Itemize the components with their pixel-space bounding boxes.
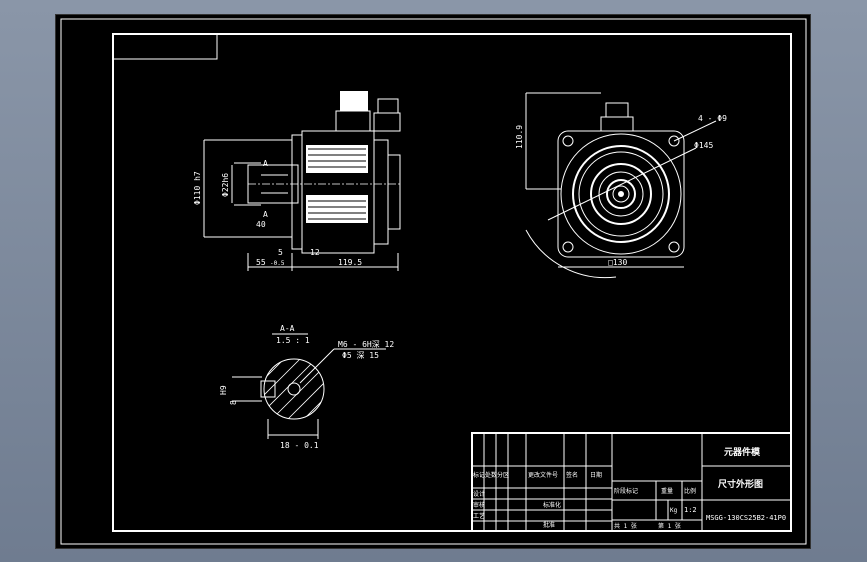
dim-shaft-dia: Φ22h6 (221, 173, 230, 197)
dim-holes: 4 - Φ9 (698, 114, 727, 123)
tb-scale-label: 比例 (684, 487, 696, 495)
side-view: A A Φ110 h7 Φ22h6 40 55 -0.5 119.5 5 12 (193, 91, 401, 271)
tb-weight-label: 重量 (661, 487, 673, 495)
tb-header-5: 签名 (566, 471, 578, 479)
rear-cap (373, 139, 389, 245)
keyway (260, 380, 276, 398)
tb-header-6: 日期 (590, 471, 602, 479)
dim-shaft-tolerance: -0.5 (270, 260, 285, 267)
tb-model: MSGG-130CS25B2-41P0 (706, 514, 786, 522)
dim-key-depth: 8 (229, 400, 238, 405)
cad-viewport[interactable]: A A Φ110 h7 Φ22h6 40 55 -0.5 119.5 5 12 (55, 14, 811, 549)
dim-body-length: 119.5 (338, 258, 362, 267)
sheet-outer-border (60, 18, 807, 545)
tb-sheet-no: 第 1 张 (658, 522, 681, 530)
dim-shoulder: 5 (278, 248, 283, 257)
tb-header-3: 分区 (497, 471, 509, 479)
shaft-section (263, 358, 325, 420)
tb-sheet-total: 共 1 张 (614, 522, 637, 530)
power-connector (340, 91, 368, 111)
tb-row-review: 审核 (473, 501, 485, 509)
title-block: 标记 处数 分区 更改文件号 签名 日期 设计 审核 工艺 标准化 批准 阶段标… (471, 432, 792, 532)
dim-spigot: Φ110 h7 (193, 171, 202, 205)
tb-row-design: 设计 (473, 490, 485, 498)
tb-header-2: 处数 (485, 471, 497, 479)
tb-row-process: 工艺 (473, 512, 485, 520)
dim-square: □130 (608, 258, 627, 267)
front-view: 110.9 4 - Φ9 Φ145 □130 (515, 92, 727, 279)
tb-approve-label: 批准 (543, 521, 555, 529)
sheet-code-box (112, 33, 218, 60)
dim-shaft-length: 55 (256, 258, 266, 267)
body-fins (306, 145, 368, 223)
dim-pcd: Φ145 (694, 141, 713, 150)
section-marker-bottom: A (263, 210, 268, 219)
tb-unit-kg: Kg (670, 507, 678, 514)
tb-scale-value: 1:2 (684, 506, 697, 514)
drawing-canvas: A A Φ110 h7 Φ22h6 40 55 -0.5 119.5 5 12 (60, 18, 807, 545)
tb-stage-label: 阶段标记 (614, 487, 638, 495)
front-connector (605, 102, 629, 118)
tb-std-label: 标准化 (543, 501, 561, 509)
section-marker-top: A (263, 159, 268, 168)
section-scale: 1.5 : 1 (276, 336, 310, 345)
dim-shaft-width: 18 - 0.1 (280, 441, 319, 450)
section-title: A-A (280, 324, 295, 333)
dim-flange: 12 (310, 248, 320, 257)
tb-header-4: 更改文件号 (528, 471, 558, 479)
drill-note: Φ5 深 15 (342, 351, 379, 360)
encoder-connector (377, 98, 399, 114)
tb-company: 元器件模 (724, 446, 761, 458)
sheet-inner-border (112, 33, 792, 532)
dim-key-width: H9 (219, 385, 228, 395)
mount-holes (562, 135, 680, 253)
flange (291, 134, 303, 250)
dim-front-height: 110.9 (515, 125, 524, 149)
tb-drawing-title: 尺寸外形图 (718, 478, 763, 490)
tb-header-1: 标记 (473, 471, 485, 479)
thread-note: M6 - 6H深 12 (338, 340, 394, 349)
dim-key: 40 (256, 220, 266, 229)
section-view: A-A 1.5 : 1 M6 - 6H深 12 Φ5 深 15 H9 8 18 … (219, 324, 394, 450)
